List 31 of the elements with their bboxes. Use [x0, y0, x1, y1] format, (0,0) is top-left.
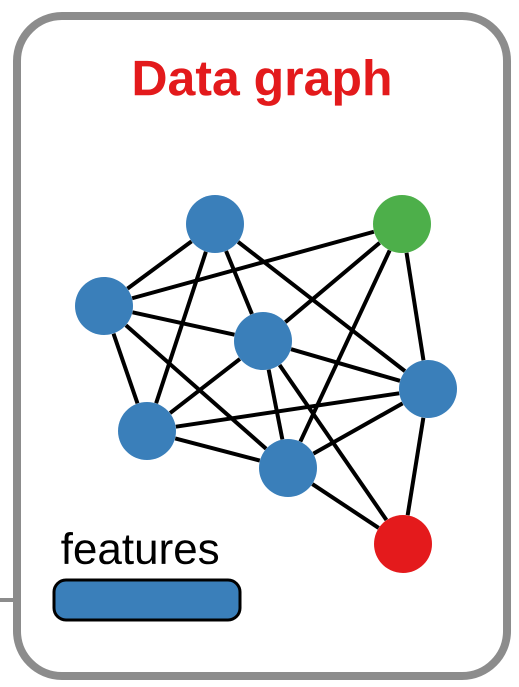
- feature-bar: features: [52, 532, 242, 622]
- graph-edge: [224, 250, 254, 315]
- graph-edge: [168, 357, 242, 415]
- graph-edge: [312, 402, 404, 456]
- graph-edge: [284, 241, 381, 324]
- graph-edge: [132, 230, 374, 300]
- graph-vertex: [186, 195, 244, 253]
- graph-vertex: [75, 277, 133, 335]
- graph-edge: [112, 332, 140, 404]
- graph-edge: [266, 369, 284, 440]
- graph-edge: [406, 418, 426, 516]
- graph-edge: [124, 324, 268, 450]
- connector-line: [0, 598, 13, 602]
- graph-edge: [154, 251, 208, 404]
- graph-vertex: [373, 195, 431, 253]
- graph-edge: [236, 240, 406, 373]
- graph-vertex: [374, 515, 432, 573]
- graph-edge: [176, 391, 400, 429]
- graph-vertex: [118, 402, 176, 460]
- graph-edge: [298, 250, 392, 442]
- graph-vertex: [399, 360, 457, 418]
- graph-edge: [290, 347, 401, 383]
- graph-edge: [311, 482, 380, 530]
- graph-edge: [174, 436, 260, 463]
- graph-vertex: [259, 439, 317, 497]
- graph-vertex: [234, 312, 292, 370]
- graph-edge: [126, 240, 193, 290]
- graph-edge: [404, 252, 426, 360]
- graph-edge: [278, 364, 388, 522]
- node-label: features: [61, 532, 218, 564]
- graph-edge: [132, 310, 235, 337]
